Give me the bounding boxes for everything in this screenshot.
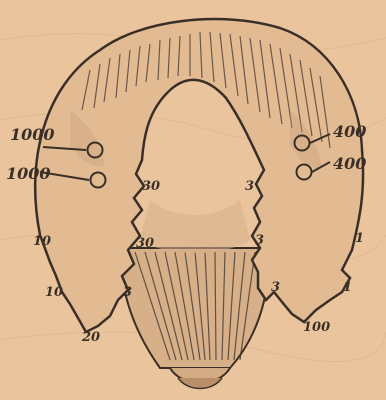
right-outer-label-1: 400 — [333, 122, 366, 141]
left-inner-label-2: 30 — [136, 236, 154, 251]
left-inner-label-1: 30 — [142, 179, 160, 194]
left-outer-label-1: 1000 — [10, 125, 55, 144]
right-inner-label-3: 3 — [271, 280, 280, 295]
cap-shadow — [140, 200, 250, 254]
right-comb-label-3: 100 — [303, 320, 330, 335]
right-comb-label-2: 1 — [343, 280, 352, 295]
left-outer-label-2: 1000 — [6, 164, 51, 183]
left-comb-label-2: 10 — [45, 285, 63, 300]
left-inner-label-3: 3 — [123, 285, 132, 300]
right-outer-label-2: 400 — [333, 154, 366, 173]
stipe — [120, 248, 270, 389]
left-comb-label-3: 20 — [81, 330, 100, 345]
left-comb-label-1: 10 — [33, 234, 51, 249]
right-comb-label-1: 1 — [355, 231, 364, 246]
right-inner-label-2: 3 — [255, 233, 264, 248]
right-inner-label-1: 3 — [245, 179, 254, 194]
